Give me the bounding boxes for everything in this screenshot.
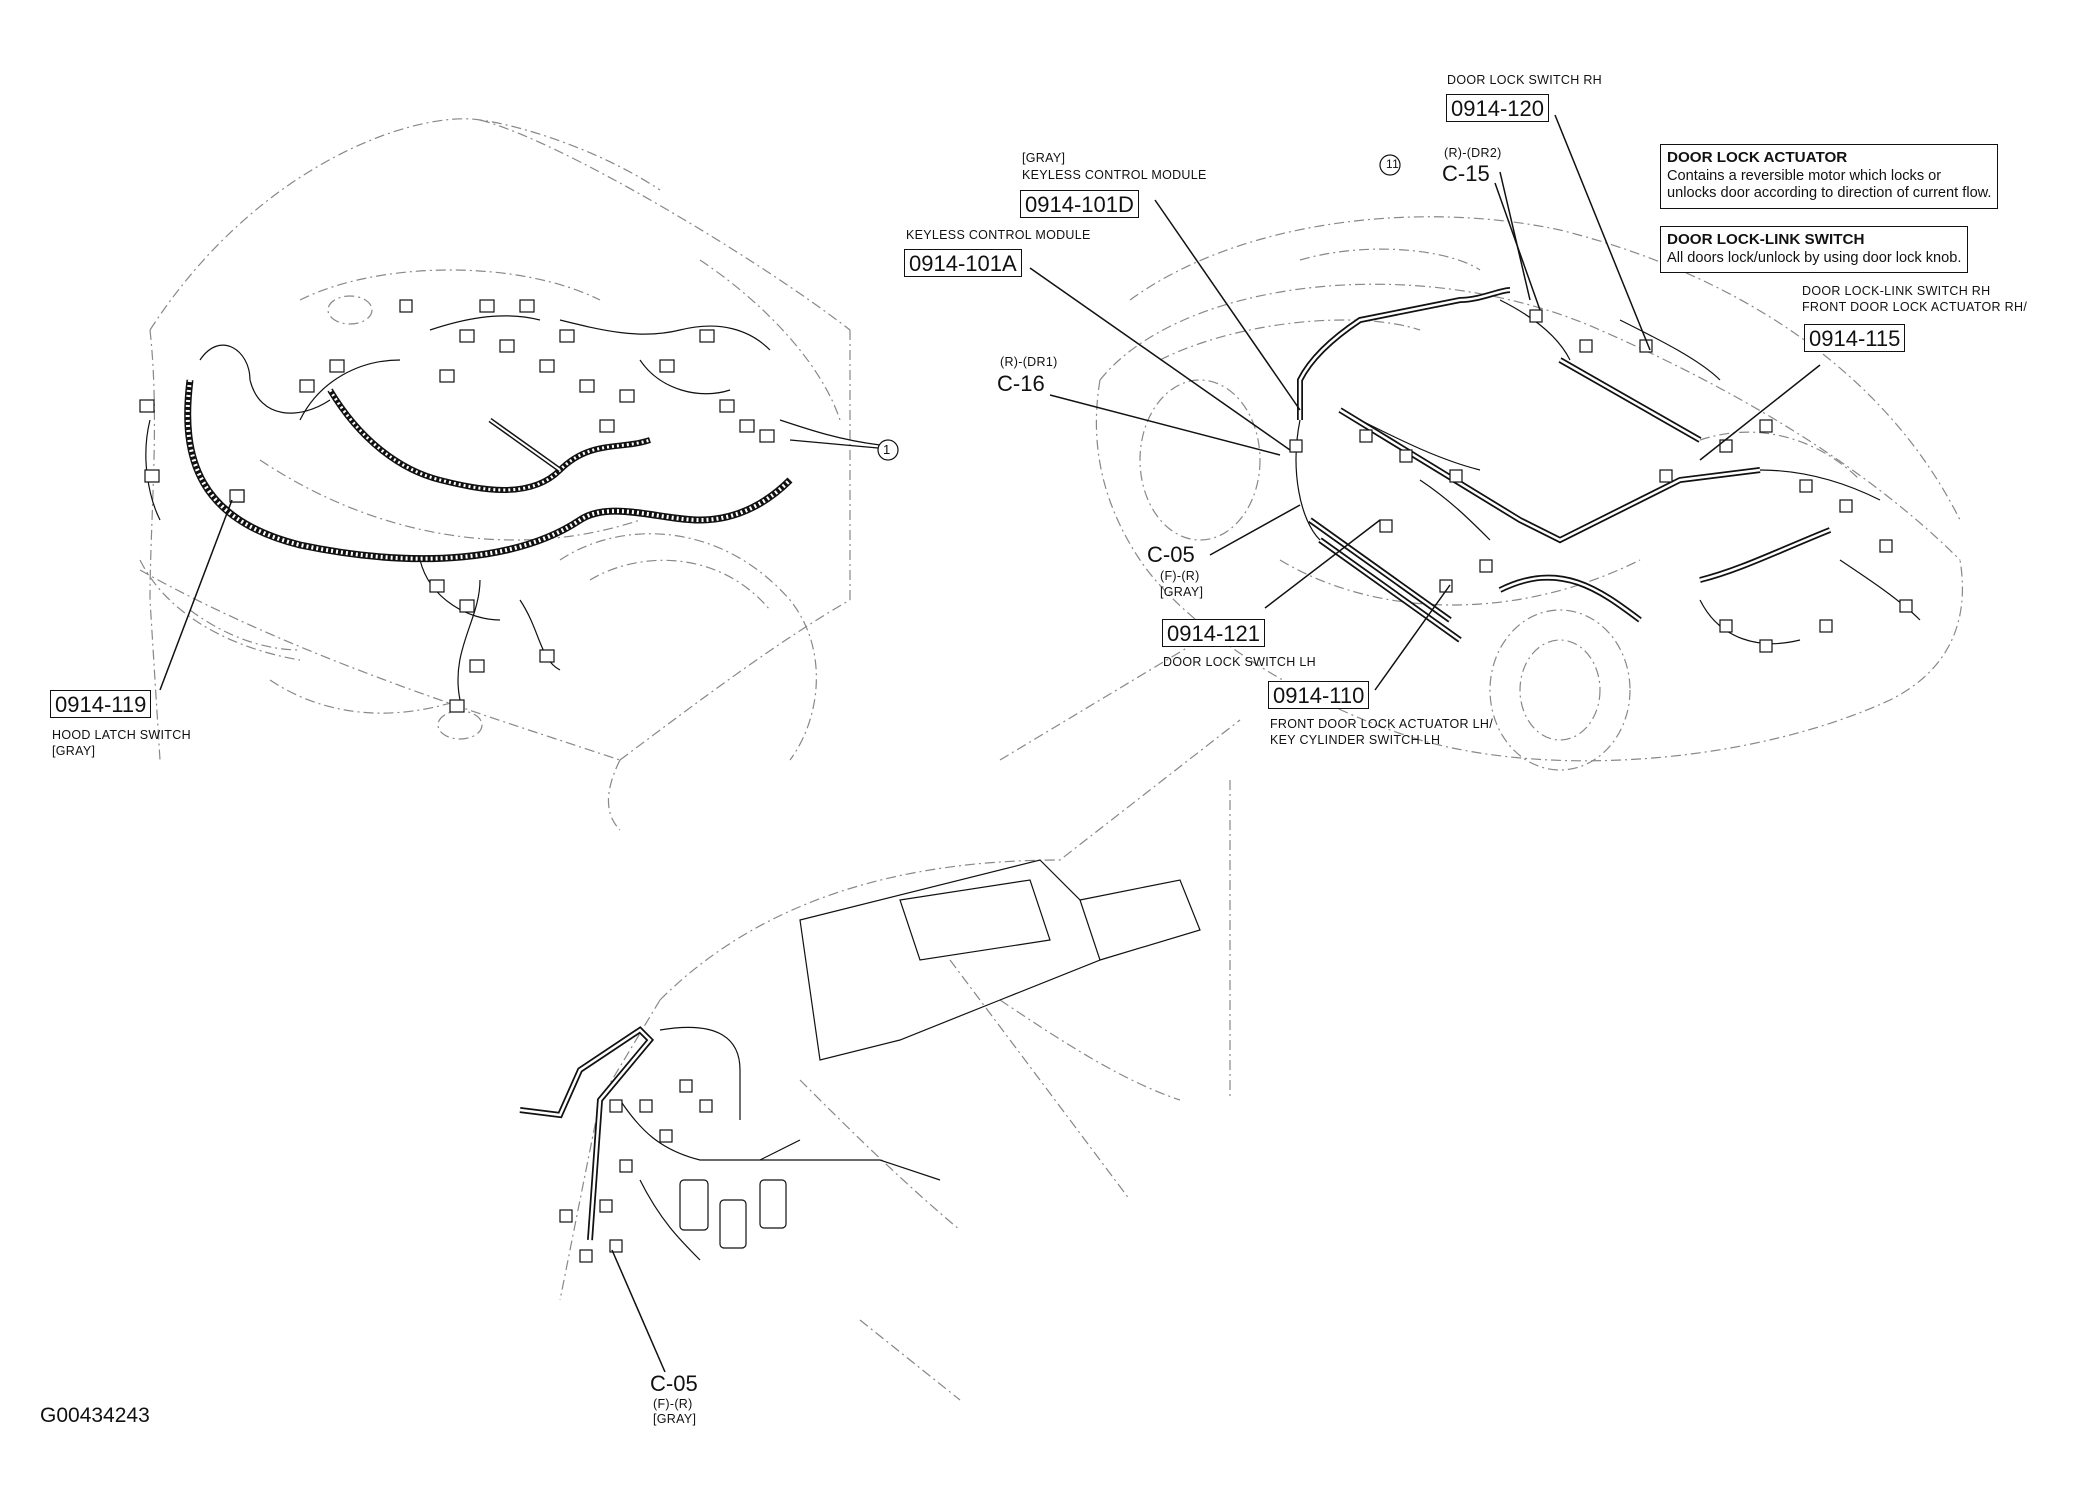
callout-circle-1 [877,439,899,461]
c15-pins: (R)-(DR2) [1444,146,1502,160]
c05-dash-label: C-05 [650,1371,698,1396]
keyless-d-code: 0914-101D [1020,190,1139,219]
door-lock-switch-lh-desc: DOOR LOCK SWITCH LH [1163,655,1316,669]
keyless-a-title: KEYLESS CONTROL MODULE [906,228,1091,242]
c05-body-label: C-05 [1147,542,1195,567]
door-lock-switch-rh-title: DOOR LOCK SWITCH RH [1447,73,1603,87]
c05-body-pins: (F)-(R) [1160,569,1200,583]
front-door-lock-actuator-lh-desc1: FRONT DOOR LOCK ACTUATOR LH/ [1270,717,1494,731]
keyless-d-title: KEYLESS CONTROL MODULE [1022,168,1207,182]
callout-marker-11: 11 [1386,157,1400,171]
dash-harness [519,859,1201,1373]
door-lock-switch-lh-code: 0914-121 [1162,619,1265,648]
door-lock-actuator-line2: unlocks door according to direction of c… [1667,185,1992,202]
door-lock-link-switch-rh-desc1: DOOR LOCK-LINK SWITCH RH [1802,284,1991,298]
door-lock-switch-rh-code: 0914-120 [1446,94,1549,123]
door-lock-link-switch-info-box: DOOR LOCK-LINK SWITCH All doors lock/unl… [1660,226,1969,274]
door-lock-link-switch-line1: All doors lock/unlock by using door lock… [1667,249,1962,266]
c05-dash-pins: (F)-(R) [653,1397,693,1411]
c05-dash-color: [GRAY] [653,1412,697,1426]
door-lock-actuator-title: DOOR LOCK ACTUATOR [1667,149,1848,166]
hood-latch-desc: HOOD LATCH SWITCH [52,728,191,742]
front-door-lock-actuator-lh-code: 0914-110 [1268,681,1370,710]
c16-label: C-16 [997,371,1045,396]
door-lock-link-switch-rh-desc2: FRONT DOOR LOCK ACTUATOR RH/ [1802,300,2028,314]
door-lock-link-switch-rh-code: 0914-115 [1804,324,1906,353]
keyless-gray-tag: [GRAY] [1022,151,1066,165]
front-harness [139,299,899,713]
c15-label: C-15 [1442,161,1490,186]
body-harness [1029,114,1921,691]
keyless-a-code: 0914-101A [904,249,1022,278]
dash-interior-view [559,639,1241,1401]
front-engine-bay-view [139,118,851,831]
c05-body-color: [GRAY] [1160,585,1204,599]
body-view-outline [1095,216,1964,771]
callout-marker-1: 1 [883,442,891,457]
door-lock-actuator-line1: Contains a reversible motor which locks … [1667,167,1942,184]
door-lock-actuator-info-box: DOOR LOCK ACTUATOR Contains a reversible… [1660,144,1999,210]
c16-pins: (R)-(DR1) [1000,355,1058,369]
callout-circle-11 [1379,154,1401,176]
front-door-lock-actuator-lh-desc2: KEY CYLINDER SWITCH LH [1270,733,1441,747]
hood-latch-color: [GRAY] [52,744,96,758]
hood-latch-code: 0914-119 [50,690,152,719]
figure-id: G00434243 [40,1404,150,1427]
door-lock-link-switch-title: DOOR LOCK-LINK SWITCH [1667,231,1865,248]
